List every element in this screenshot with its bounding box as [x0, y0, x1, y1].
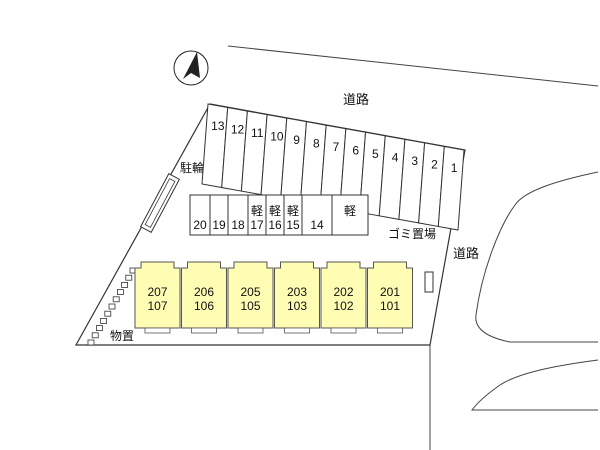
parking-space-number: 14 [310, 218, 324, 232]
parking-space-number: 16 [268, 218, 282, 232]
storage-shed [100, 317, 107, 324]
parking-space [437, 145, 465, 231]
unit-number-upper: 207 [147, 285, 167, 299]
unit-entrance [144, 327, 171, 334]
kei-car-label: 軽 [344, 204, 356, 218]
unit-number-lower: 107 [147, 299, 167, 313]
storage-shed [87, 339, 95, 346]
storage-shed [117, 289, 124, 296]
garbage-area [424, 271, 434, 293]
unit-number-lower: 102 [333, 299, 353, 313]
north-road-edge [227, 45, 599, 87]
storage-shed [104, 310, 112, 317]
south-east-road-edge [470, 359, 599, 411]
parking-space-number: 10 [270, 129, 284, 143]
unit-entrance [377, 327, 403, 334]
road-east-label: 道路 [453, 246, 479, 262]
parking-space-number: 12 [231, 122, 245, 136]
unit-entrance [284, 327, 310, 334]
kei-car-label: 軽 [269, 204, 281, 218]
unit-number-upper: 202 [333, 285, 353, 299]
parking-space-number: 13 [211, 119, 225, 133]
unit-entrance [330, 327, 357, 334]
storage-label: 物置 [110, 329, 134, 343]
storage-sheds [87, 267, 137, 346]
parking-space-number: 3 [411, 154, 418, 168]
unit-number-upper: 205 [240, 285, 260, 299]
parking-space-number: 11 [251, 126, 264, 140]
storage-shed [125, 274, 133, 281]
storage-shed [112, 296, 120, 303]
kei-car-label: 軽 [287, 204, 299, 218]
parking-space-number: 5 [372, 147, 379, 161]
parking-space-number: 15 [286, 218, 300, 232]
parking-space [331, 194, 369, 236]
parking-space-number: 8 [313, 136, 320, 150]
storage-shed [96, 325, 103, 332]
parking-space-number: 19 [212, 218, 226, 232]
unit-number-lower: 105 [240, 299, 260, 313]
parking-space-number: 20 [193, 218, 207, 232]
unit-number-upper: 206 [194, 285, 214, 299]
parking-space-number: 4 [392, 151, 399, 165]
storage-shed [121, 281, 128, 288]
road-north-label: 道路 [343, 92, 369, 108]
parking-space-number: 9 [293, 133, 300, 147]
parking-space-number: 6 [352, 144, 359, 158]
parking-space-number: 7 [333, 140, 340, 154]
unit-entrance [237, 327, 264, 334]
unit-number-lower: 106 [194, 299, 214, 313]
garbage-area-label: ゴミ置場 [388, 226, 436, 241]
unit-number-lower: 101 [380, 299, 400, 313]
unit-number-lower: 103 [287, 299, 307, 313]
storage-shed [91, 332, 99, 339]
bicycle-parking-area [139, 173, 181, 233]
unit-number-upper: 201 [380, 285, 400, 299]
kei-car-label: 軽 [251, 204, 263, 218]
parking-space-number: 2 [431, 158, 438, 172]
parking-space-number: 18 [231, 218, 245, 232]
storage-shed [108, 303, 116, 310]
east-road-edge [475, 171, 599, 343]
parking-space-number: 17 [250, 218, 264, 232]
north-arrow-icon [173, 50, 209, 86]
unit-number-upper: 203 [287, 285, 307, 299]
parking-space-number: 1 [451, 161, 458, 175]
unit-entrance [191, 327, 217, 334]
